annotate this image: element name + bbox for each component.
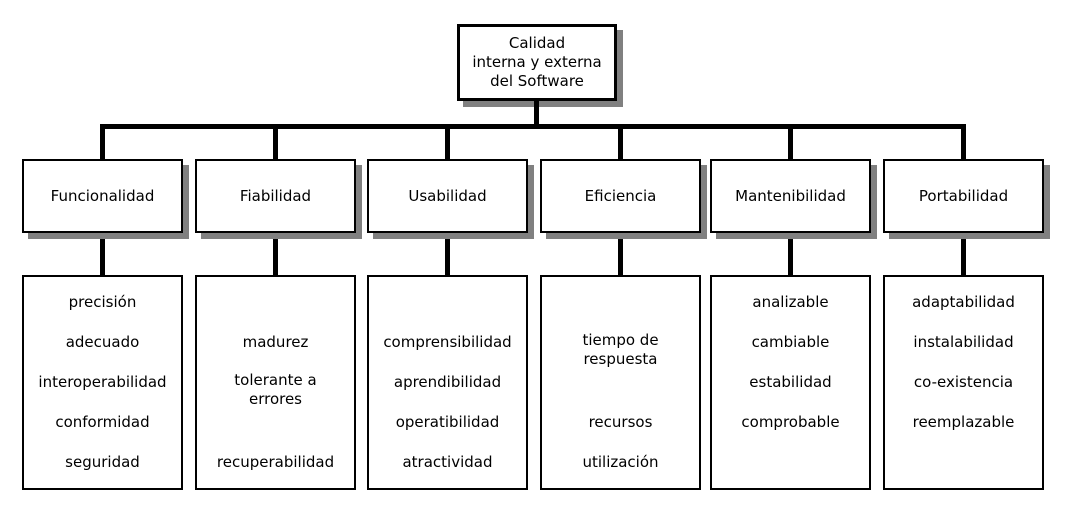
category-node-portabilidad: Portabilidad xyxy=(883,159,1044,233)
attribute-item: adaptabilidad xyxy=(912,292,1015,311)
attributes-node-usabilidad: comprensibilidad aprendibilidad operatibil… xyxy=(367,275,528,490)
branch-stub-eficiencia xyxy=(618,124,623,161)
category-connector-eficiencia xyxy=(618,231,623,277)
branch-stub-fiabilidad xyxy=(273,124,278,161)
branch-line xyxy=(100,124,966,129)
attribute-item: operatibilidad xyxy=(395,412,500,431)
category-label: Usabilidad xyxy=(408,186,487,205)
attribute-item: tolerante a errores xyxy=(234,371,317,408)
branch-stub-usabilidad xyxy=(445,124,450,161)
root-node: Calidad interna y externa del Software xyxy=(457,24,617,101)
category-label: Eficiencia xyxy=(584,186,657,205)
branch-stub-portabilidad xyxy=(961,124,966,161)
attributes-node-fiabilidad: madurez tolerante a errores recuperabilida… xyxy=(195,275,356,490)
root-connector-line xyxy=(534,98,539,129)
attribute-item: seguridad xyxy=(65,452,140,471)
attribute-item: instalabilidad xyxy=(913,332,1014,351)
root-node-label: Calidad interna y externa del Software xyxy=(472,34,602,90)
attribute-item: madurez xyxy=(242,332,309,351)
attribute-item: cambiable xyxy=(751,332,830,351)
attribute-item: recursos xyxy=(588,412,653,431)
category-label: Funcionalidad xyxy=(50,186,155,205)
branch-stub-mantenibilidad xyxy=(788,124,793,161)
category-connector-usabilidad xyxy=(445,231,450,277)
category-connector-mantenibilidad xyxy=(788,231,793,277)
category-connector-funcionalidad xyxy=(100,231,105,277)
category-connector-fiabilidad xyxy=(273,231,278,277)
attribute-item: comprobable xyxy=(741,412,840,431)
attribute-item: recuperabilidad xyxy=(216,452,335,471)
attribute-item: atractividad xyxy=(402,452,493,471)
attributes-node-portabilidad: adaptabilidad instalabilidad co-existencia… xyxy=(883,275,1044,490)
attributes-node-mantenibilidad: analizable cambiable estabilidad comprobabl… xyxy=(710,275,871,490)
category-label: Fiabilidad xyxy=(239,186,312,205)
attribute-item: estabilidad xyxy=(749,372,832,391)
category-node-mantenibilidad: Mantenibilidad xyxy=(710,159,871,233)
category-node-usabilidad: Usabilidad xyxy=(367,159,528,233)
attribute-item: adecuado xyxy=(65,332,140,351)
attribute-item: utilización xyxy=(582,452,659,471)
attribute-item: interoperabilidad xyxy=(38,372,167,391)
attribute-item: co-existencia xyxy=(913,372,1014,391)
branch-stub-funcionalidad xyxy=(100,124,105,161)
attribute-item: aprendibilidad xyxy=(393,372,502,391)
attribute-item: tiempo de respuesta xyxy=(582,331,659,368)
attribute-item: reemplazable xyxy=(912,412,1015,431)
attributes-node-funcionalidad: precisión adecuado interoperabilidad confor… xyxy=(22,275,183,490)
category-label: Mantenibilidad xyxy=(735,186,846,205)
attributes-node-eficiencia: tiempo de respuesta recursos utilización xyxy=(540,275,701,490)
category-node-fiabilidad: Fiabilidad xyxy=(195,159,356,233)
category-node-eficiencia: Eficiencia xyxy=(540,159,701,233)
category-node-funcionalidad: Funcionalidad xyxy=(22,159,183,233)
category-connector-portabilidad xyxy=(961,231,966,277)
attribute-item: conformidad xyxy=(55,412,150,431)
attribute-item: precisión xyxy=(68,292,137,311)
attribute-item: comprensibilidad xyxy=(383,332,512,351)
attribute-item: analizable xyxy=(752,292,829,311)
category-label: Portabilidad xyxy=(918,186,1009,205)
